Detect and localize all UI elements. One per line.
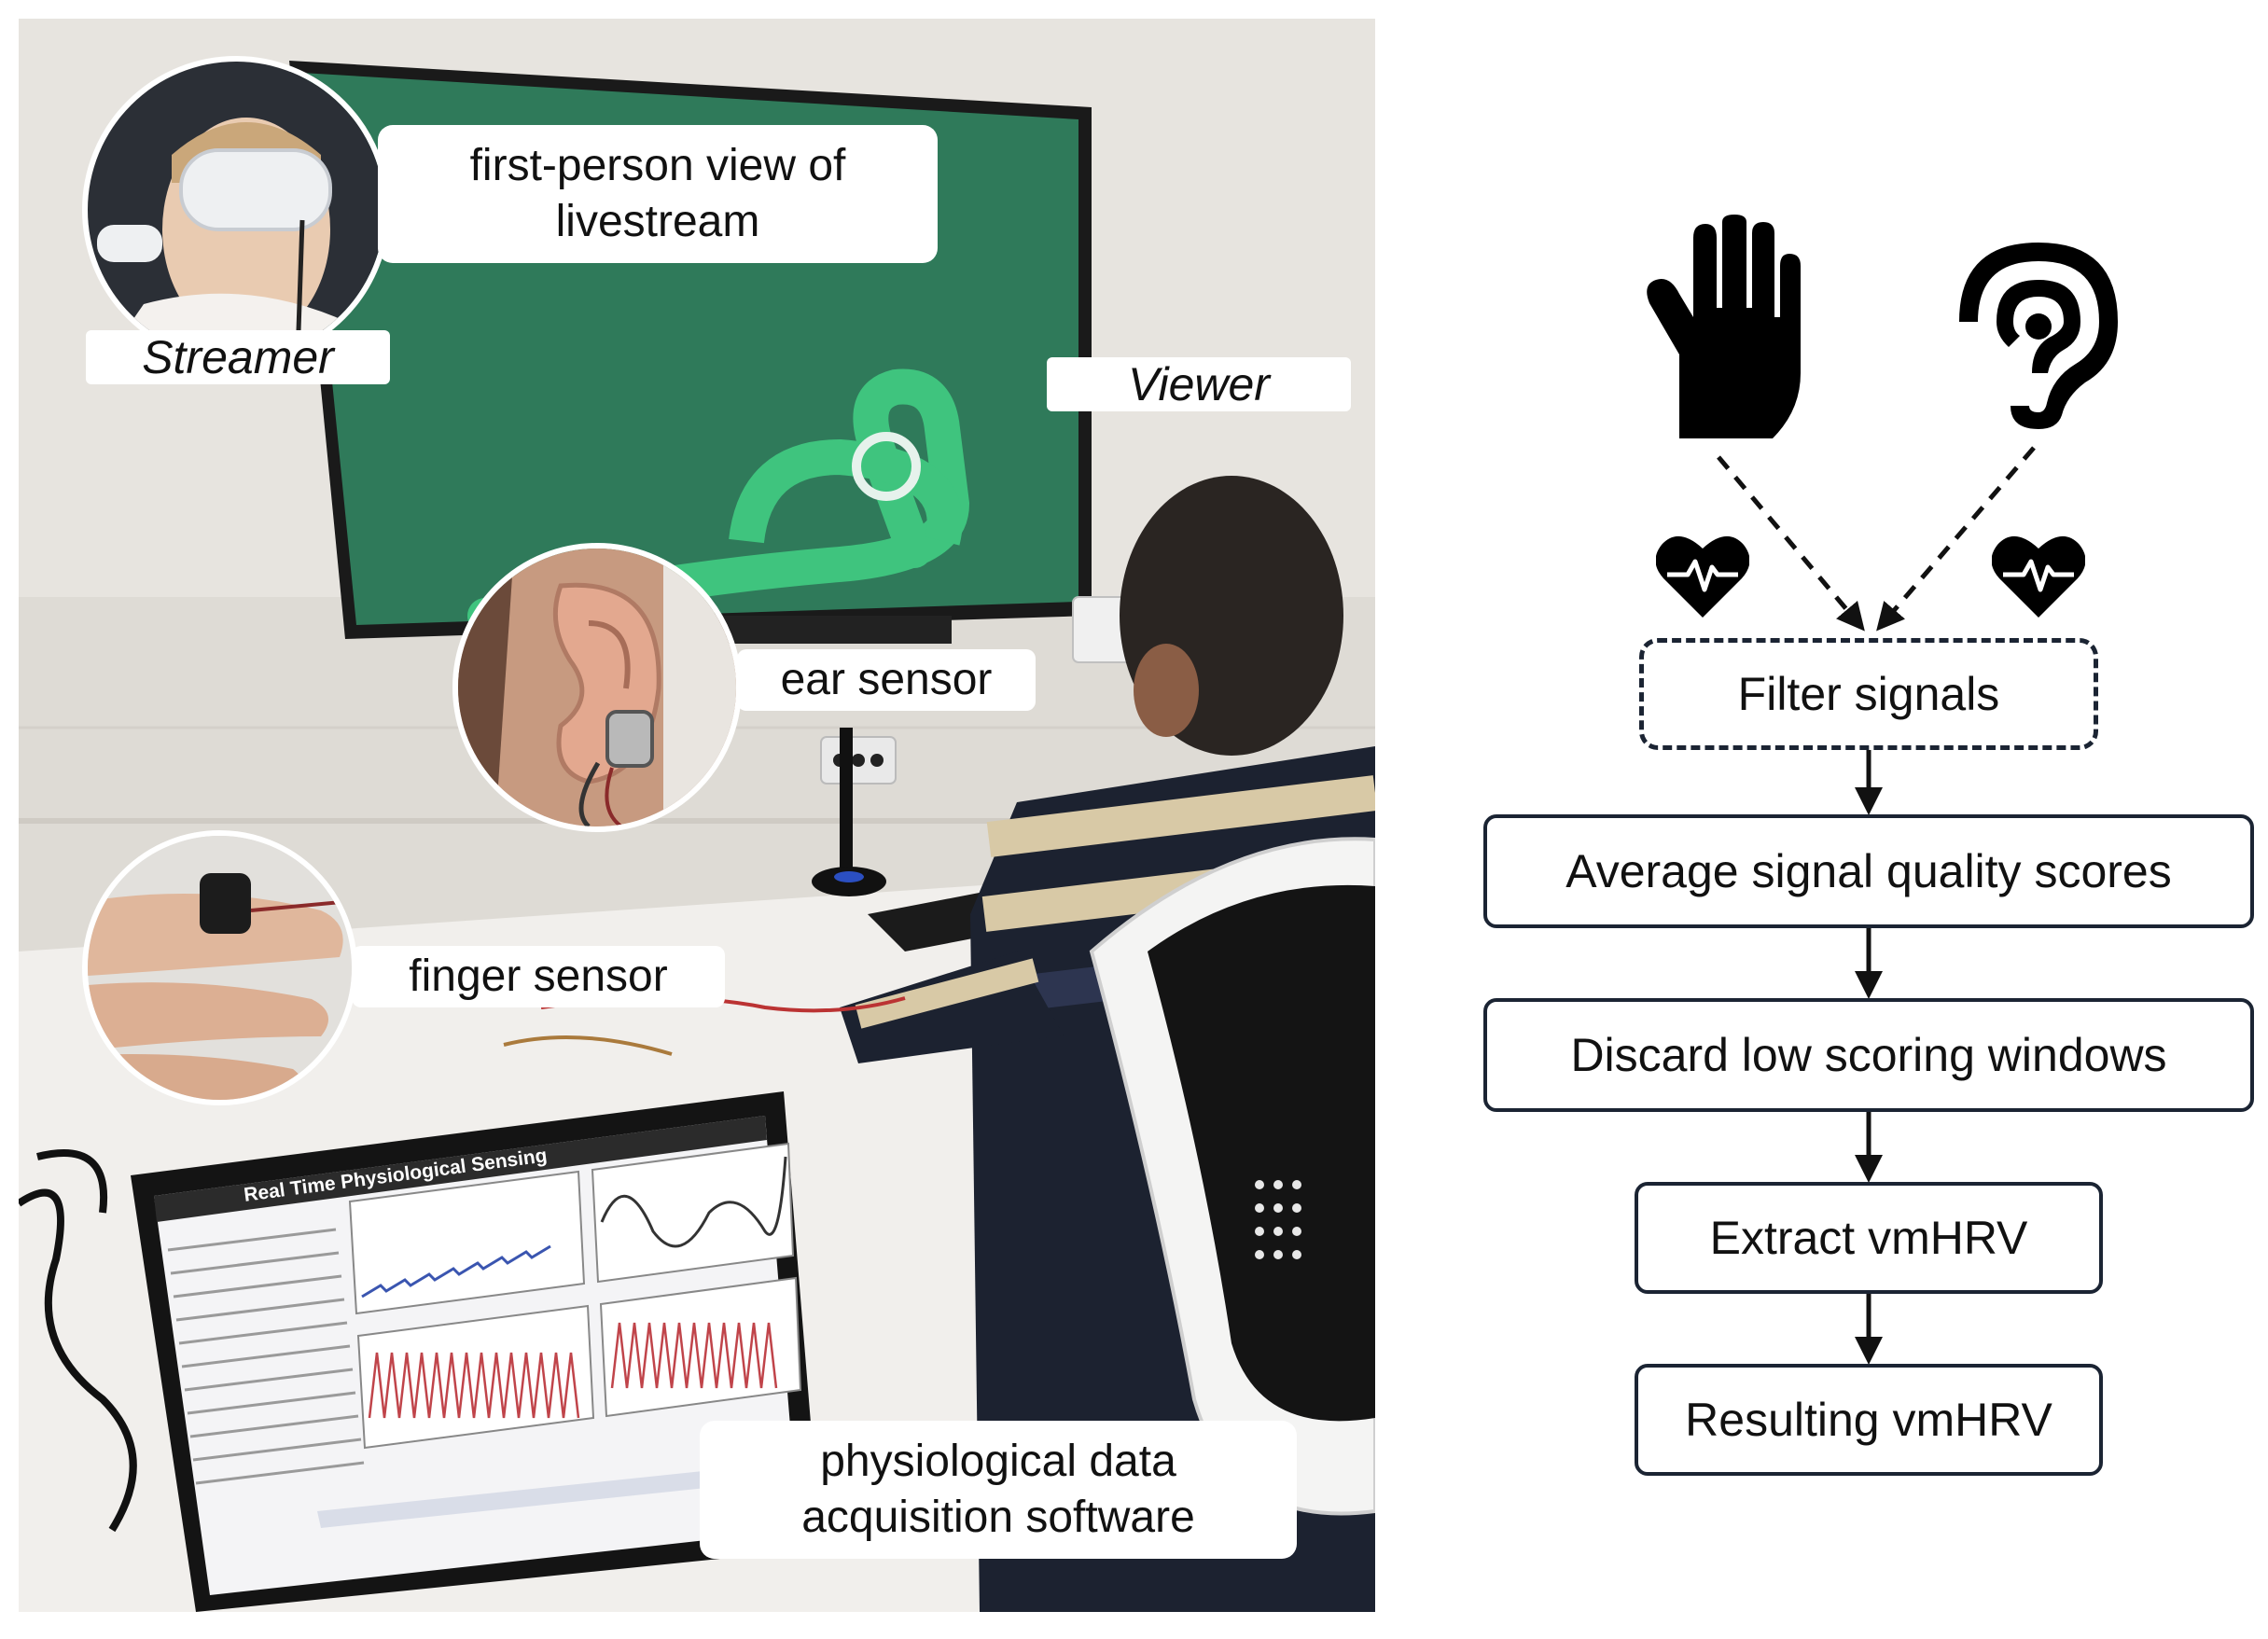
vmhrv-pipeline-diagram: Filter signals Average signal quality sc… <box>1455 187 2268 1493</box>
ear-sensor-inset <box>452 543 742 832</box>
viewer-label: Viewer <box>1047 357 1351 411</box>
hand-icon <box>1647 215 1801 438</box>
study-setup-photo: Real Time Physiological Sensing <box>19 19 1375 1612</box>
finger-sensor-callout: finger sensor <box>352 946 725 1007</box>
step-resulting-vmhrv: Resulting vmHRV <box>1635 1364 2103 1476</box>
step-extract-vmhrv: Extract vmHRV <box>1635 1182 2103 1294</box>
ear-icon <box>1959 243 2118 429</box>
step-filter-signals: Filter signals <box>1639 638 2098 750</box>
software-callout: physiological data acquisition software <box>700 1421 1297 1559</box>
heart-pulse-icon <box>1656 536 1749 618</box>
finger-sensor-inset <box>82 830 357 1105</box>
step-average-quality: Average signal quality scores <box>1483 814 2254 928</box>
heart-pulse-icon <box>1992 536 2085 618</box>
ear-sensor-callout: ear sensor <box>737 649 1036 711</box>
streamer-label: Streamer <box>86 330 390 384</box>
streamer-inset <box>82 56 390 364</box>
step-discard-windows: Discard low scoring windows <box>1483 998 2254 1112</box>
flow-arrows <box>1717 446 2036 1365</box>
livestream-callout: first-person view of livestream <box>378 125 938 263</box>
